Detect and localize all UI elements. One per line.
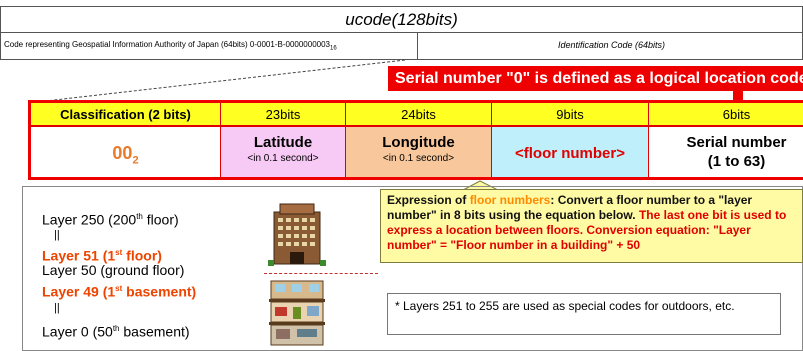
identification-code-label: Identification Code (64bits) <box>557 40 666 50</box>
ucode-title: ucode(128bits) <box>345 10 458 29</box>
latitude-unit: <in 0.1 second> <box>247 153 319 164</box>
header-floor-bits: 9bits <box>492 103 649 127</box>
house-cross-section-icon <box>269 280 325 346</box>
ucode-divider <box>0 32 803 33</box>
explanation-intro: Expression of <box>387 193 470 207</box>
ground-level-divider <box>264 273 378 274</box>
geo-code-label: Code representing Geospatial Information… <box>4 40 337 52</box>
header-longitude-bits: 24bits <box>346 103 492 127</box>
explanation-equation: The last one bit is used to express a lo… <box>387 208 787 252</box>
longitude-unit: <in 0.1 second> <box>382 153 455 164</box>
layer-51: Layer 51 (1st floor) <box>42 247 162 264</box>
layer-0: Layer 0 (50th basement) <box>42 323 190 340</box>
header-latitude-bits: 23bits <box>221 103 346 127</box>
latitude-cell: Latitude <in 0.1 second> <box>221 127 346 177</box>
bit-layout-table: Classification (2 bits) 23bits 24bits 9b… <box>28 100 803 180</box>
explanation-conversion: : Convert a floor number to a "layer num… <box>387 193 753 222</box>
latitude-label: Latitude <box>253 134 313 151</box>
serial-number-banner: Serial number "0" is defined as a logica… <box>388 66 803 91</box>
building-icon <box>268 203 326 266</box>
header-bracket-dashed-line <box>27 59 406 104</box>
geo-code-cell <box>0 33 418 59</box>
header-classification: Classification (2 bits) <box>31 103 221 127</box>
header-serial-bits: 6bits <box>649 103 803 127</box>
floor-number-cell: <floor number> <box>492 127 649 177</box>
equivalence-mark: || <box>54 229 60 241</box>
serial-number-cell: Serial number (1 to 63) <box>649 127 803 177</box>
explanation-highlight: floor numbers <box>469 193 551 207</box>
longitude-cell: Longitude <in 0.1 second> <box>346 127 492 177</box>
equivalence-mark: || <box>54 302 60 314</box>
floor-conversion-explanation: Expression of floor numbers: Convert a f… <box>380 189 803 263</box>
banner-connector <box>733 91 743 103</box>
classification-value: 002 <box>31 127 221 177</box>
longitude-label: Longitude <box>382 134 455 151</box>
serial-number-range: (1 to 63) <box>707 153 766 170</box>
serial-number-label: Serial number <box>686 134 787 151</box>
layer-50: Layer 50 (ground floor) <box>42 262 185 278</box>
layer-250: Layer 250 (200th floor) <box>42 211 179 228</box>
layer-49: Layer 49 (1st basement) <box>42 283 197 300</box>
special-layer-note: * Layers 251 to 255 are used as special … <box>387 293 781 335</box>
